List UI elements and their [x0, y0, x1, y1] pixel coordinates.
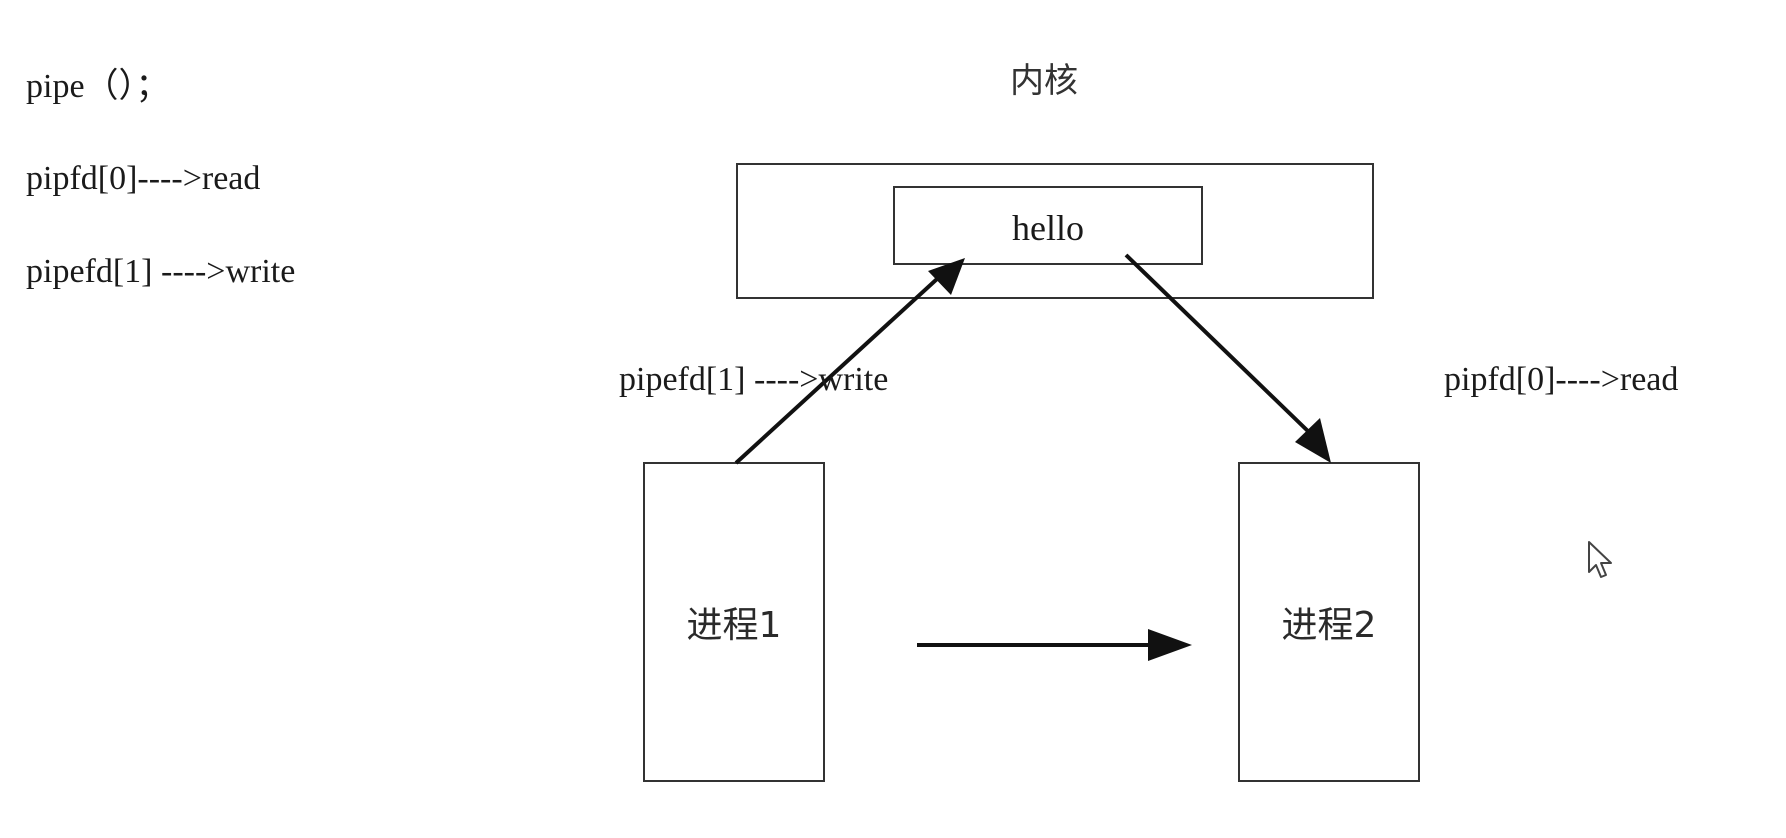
process1-box: [643, 462, 825, 782]
write-arrowhead: [928, 258, 965, 295]
pipe-buffer-box: [893, 186, 1203, 265]
transfer-arrowhead: [1148, 629, 1192, 661]
process2-label: 进程2: [1282, 605, 1377, 646]
pipe-buffer-text: hello: [1012, 208, 1084, 248]
kernel-box: [736, 163, 1374, 299]
read-arrow: [1124, 253, 1315, 438]
read-end-note: pipfd[0]---->read: [26, 160, 261, 197]
read-arrowhead: [1295, 418, 1331, 463]
mouse-pointer-icon: [1588, 541, 1612, 578]
process2-box: [1238, 462, 1420, 782]
kernel-label: 内核: [1010, 61, 1078, 101]
write-arrow-label: pipefd[1] ---->write: [619, 361, 889, 398]
write-end-note: pipefd[1] ---->write: [26, 253, 296, 290]
process1-label: 进程1: [687, 605, 782, 646]
write-arrow: [734, 266, 951, 465]
read-arrow-label: pipfd[0]---->read: [1444, 361, 1679, 398]
pipe-call-note: pipe（）；: [26, 68, 170, 105]
